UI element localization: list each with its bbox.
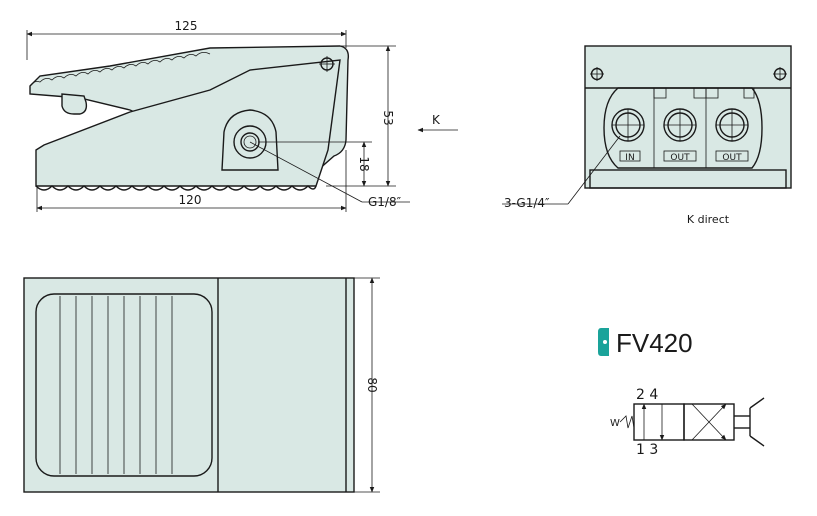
port-out-2 (715, 108, 749, 142)
treadle-pad (35, 293, 213, 477)
view-k-label: K (432, 113, 441, 127)
dim-18: 18 (357, 156, 371, 171)
side-view: 125 120 53 18 G1/8″ K (26, 19, 458, 212)
top-view: 80 (23, 277, 380, 493)
heel-tab (61, 93, 88, 115)
port-out-1 (663, 108, 697, 142)
port-g18-label: G1/8″ (368, 195, 402, 209)
port-tag-out: OUT (722, 153, 742, 163)
model-name: FV420 (616, 328, 693, 358)
dim-120: 120 (179, 193, 202, 207)
valve-box-right (683, 403, 735, 441)
port-tag-in: IN (625, 153, 634, 163)
symbol-bottom-ports: 1 3 (636, 442, 658, 458)
model-label: FV420 (598, 328, 693, 358)
valve-box-left (633, 403, 685, 441)
top-view-body (23, 277, 355, 493)
port-tag-out: OUT (670, 153, 690, 163)
k-direct-caption: K direct (687, 213, 730, 226)
end-view: IN OUT OUT 3-G1/4″ K direct (502, 45, 792, 226)
dim-125: 125 (175, 19, 198, 33)
dim-80: 80 (365, 377, 379, 392)
port-in (611, 108, 645, 142)
spring-mark: W (610, 418, 620, 429)
symbol-top-ports: 2 4 (636, 387, 658, 403)
dim-53: 53 (381, 110, 395, 125)
ports-g14-label: 3-G1/4″ (504, 196, 550, 210)
valve-symbol: 2 4 1 3 W (610, 387, 765, 458)
